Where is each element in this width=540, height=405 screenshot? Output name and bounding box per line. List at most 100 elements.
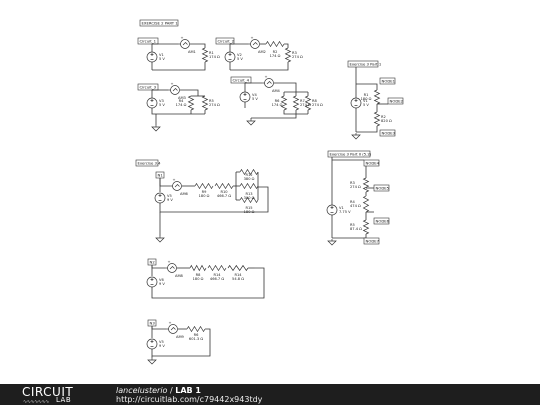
author-link[interactable]: lancelusterio — [116, 386, 168, 395]
voltage-source[interactable]: V59 V — [154, 192, 173, 204]
ammeter[interactable]: +AM2 — [248, 36, 266, 54]
component-label: + — [167, 260, 170, 264]
net-label[interactable]: N1 — [155, 171, 165, 179]
wire[interactable] — [180, 89, 199, 96]
voltage-source[interactable]: V69 V — [146, 276, 165, 288]
wire[interactable] — [230, 62, 289, 71]
wire[interactable] — [151, 267, 265, 299]
component-label: 180 Ω — [244, 210, 255, 214]
net-label[interactable]: NODE7 — [363, 237, 380, 245]
wire[interactable] — [151, 265, 165, 269]
wire[interactable] — [251, 114, 297, 119]
component-label: AM8 — [175, 274, 184, 278]
wire[interactable] — [152, 62, 206, 71]
net-label[interactable]: NODE2 — [387, 97, 404, 105]
voltage-source[interactable]: V35 V — [146, 97, 165, 109]
footer-bar: CIRCUIT ∿∿∿∿∿∿∿ LAB lancelusterio / LAB … — [0, 384, 540, 405]
component-label: + — [180, 36, 183, 40]
net-label[interactable]: NODE1 — [379, 77, 396, 85]
circuitlab-logo[interactable]: CIRCUIT ∿∿∿∿∿∿∿ LAB — [22, 385, 92, 405]
net-label[interactable]: NODE4 — [363, 159, 380, 167]
component-label: 380 Ω — [244, 177, 255, 181]
component-label: AM1 — [188, 50, 196, 54]
net-label[interactable]: NODE5 — [373, 184, 390, 192]
ammeter[interactable]: + AM1 — [178, 36, 196, 54]
wire[interactable] — [274, 82, 297, 92]
net-label[interactable]: Circuit_3 — [137, 83, 159, 91]
wire[interactable] — [284, 43, 289, 48]
wire[interactable] — [356, 126, 378, 133]
component-label: 474 Ω — [350, 204, 361, 208]
net-label[interactable]: Exercise 3 Part 1 — [347, 60, 382, 68]
net-label[interactable]: Exercise 3.4 — [135, 159, 161, 167]
wire[interactable] — [283, 110, 308, 115]
ammeter[interactable]: + AM4 — [262, 75, 281, 93]
net-label[interactable]: Circuit_4 — [230, 76, 252, 84]
component-label: 5 V — [252, 97, 258, 101]
voltage-source[interactable]: V15 V — [146, 51, 165, 63]
ammeter[interactable]: +AM6 — [170, 178, 189, 196]
component-label: V1 — [339, 206, 344, 210]
ground-icon — [327, 239, 337, 246]
wire[interactable] — [151, 108, 205, 115]
wire[interactable] — [375, 83, 378, 90]
voltage-source[interactable]: V59 V — [146, 338, 165, 350]
circuit-url[interactable]: http://circuitlab.com/c79442x943tdy — [116, 395, 263, 404]
component-label: V2 — [237, 53, 242, 57]
ammeter[interactable]: + AM8 — [165, 260, 184, 278]
component-label: 5 V — [159, 103, 165, 107]
voltage-source[interactable]: V25 V — [224, 51, 243, 63]
wire[interactable] — [151, 326, 166, 330]
net-label[interactable]: Exercise 3 Part II (5.2) — [327, 150, 372, 158]
component-label: 5 V — [363, 103, 369, 107]
net-label[interactable]: N2 — [147, 258, 157, 266]
net-label-text: NODE4 — [366, 161, 380, 166]
net-label[interactable]: Circuit_1 — [137, 37, 159, 45]
net-label[interactable]: EXERCISE 2 PART 1 — [139, 19, 179, 27]
wire[interactable] — [159, 186, 269, 213]
component-label: AM4 — [272, 89, 281, 93]
ammeter[interactable]: +AM3 — [168, 82, 186, 100]
ammeter[interactable]: +AM9 — [166, 321, 185, 339]
net-label-text: EXERCISE 2 PART 1 — [142, 21, 179, 26]
wire[interactable] — [151, 328, 211, 357]
voltage-source[interactable]: V45 V — [239, 91, 258, 103]
wire[interactable] — [332, 234, 367, 239]
component-label: R15 — [245, 206, 252, 210]
wire[interactable] — [190, 43, 206, 48]
net-label[interactable]: NODE6 — [373, 217, 390, 225]
component-label: 54.8 Ω — [232, 277, 244, 281]
ground-icon — [147, 358, 157, 365]
wire[interactable] — [159, 178, 170, 187]
component-label: R14 — [234, 273, 242, 277]
net-label[interactable]: NODE3 — [379, 129, 396, 137]
voltage-source[interactable]: V17.75 V — [326, 204, 351, 216]
net-label[interactable]: N3 — [147, 319, 157, 327]
net-label[interactable]: Circuit_2 — [215, 37, 235, 45]
component-label: + — [264, 75, 267, 79]
